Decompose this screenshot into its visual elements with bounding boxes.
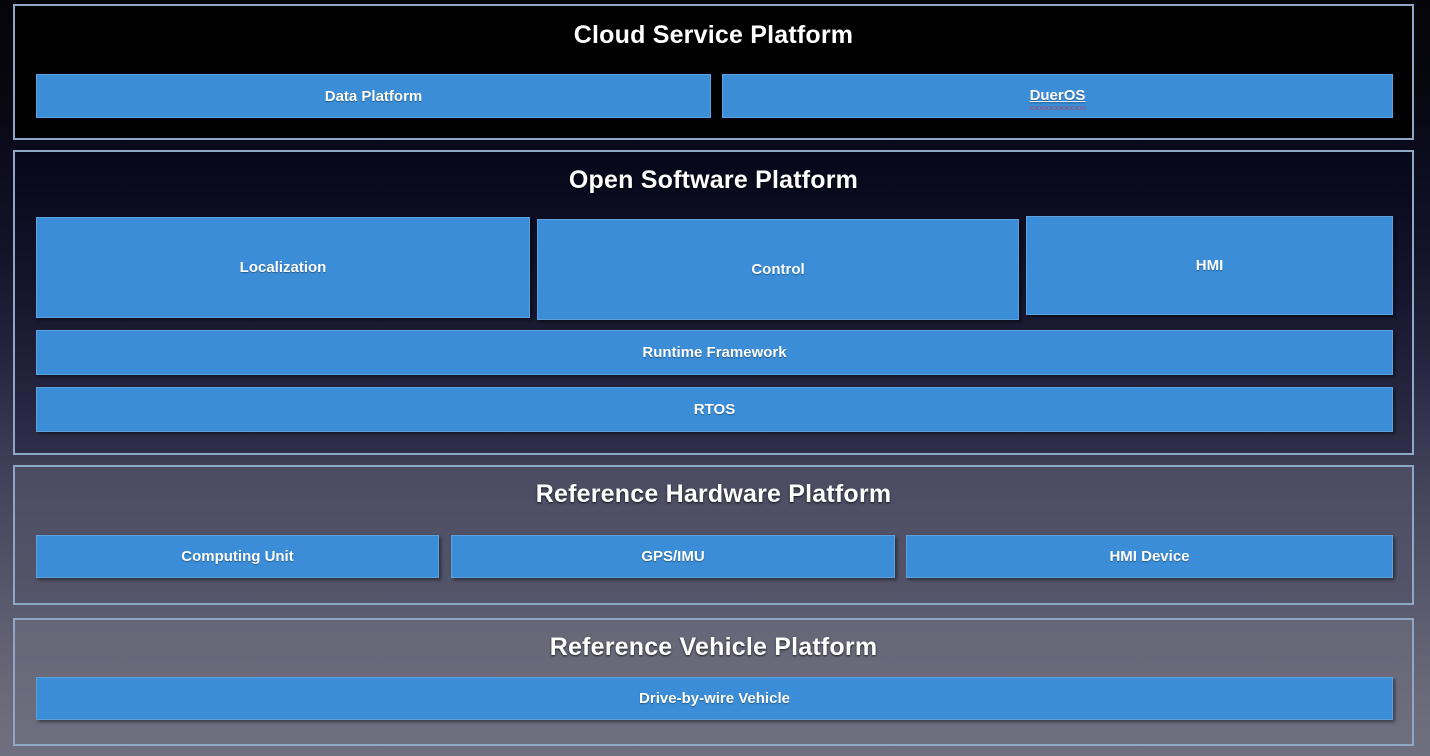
block-data-platform[interactable]: Data Platform: [36, 74, 711, 118]
block-hmi[interactable]: HMI: [1026, 216, 1393, 315]
block-label-hmi: HMI: [1195, 257, 1224, 274]
block-label-runtime-framework: Runtime Framework: [642, 344, 787, 361]
layer-panel-open-software-platform: Open Software Platform Localization Cont…: [13, 150, 1414, 455]
block-dueros[interactable]: DuerOS: [722, 74, 1393, 118]
block-runtime-framework[interactable]: Runtime Framework: [36, 330, 1393, 375]
block-computing-unit[interactable]: Computing Unit: [36, 535, 439, 578]
block-control[interactable]: Control: [537, 219, 1019, 320]
layer-title-reference-vehicle-platform: Reference Vehicle Platform: [549, 633, 878, 661]
layer-panel-reference-vehicle-platform: Reference Vehicle Platform Drive-by-wire…: [13, 618, 1414, 746]
block-label-localization: Localization: [239, 259, 327, 276]
layer-title-open-software-platform: Open Software Platform: [568, 166, 859, 194]
layer-title-cloud-service-platform: Cloud Service Platform: [573, 21, 854, 49]
block-label-dueros: DuerOS: [1028, 86, 1087, 110]
block-label-gps-imu: GPS/IMU: [641, 548, 705, 565]
block-label-computing-unit: Computing Unit: [181, 548, 294, 565]
block-localization[interactable]: Localization: [36, 217, 530, 318]
block-label-drive-by-wire-vehicle: Drive-by-wire Vehicle: [639, 690, 790, 707]
block-label-hmi-device: HMI Device: [1109, 548, 1190, 565]
block-drive-by-wire-vehicle[interactable]: Drive-by-wire Vehicle: [36, 677, 1393, 720]
block-rtos[interactable]: RTOS: [36, 387, 1393, 432]
block-label-data-platform: Data Platform: [324, 87, 423, 105]
block-hmi-device[interactable]: HMI Device: [906, 535, 1393, 578]
block-label-control: Control: [751, 261, 805, 278]
layer-panel-cloud-service-platform: Cloud Service Platform Data Platform Due…: [13, 4, 1414, 140]
block-label-rtos: RTOS: [693, 401, 736, 418]
block-gps-imu[interactable]: GPS/IMU: [451, 535, 895, 578]
layer-panel-reference-hardware-platform: Reference Hardware Platform Computing Un…: [13, 465, 1414, 605]
layer-title-reference-hardware-platform: Reference Hardware Platform: [535, 480, 892, 508]
